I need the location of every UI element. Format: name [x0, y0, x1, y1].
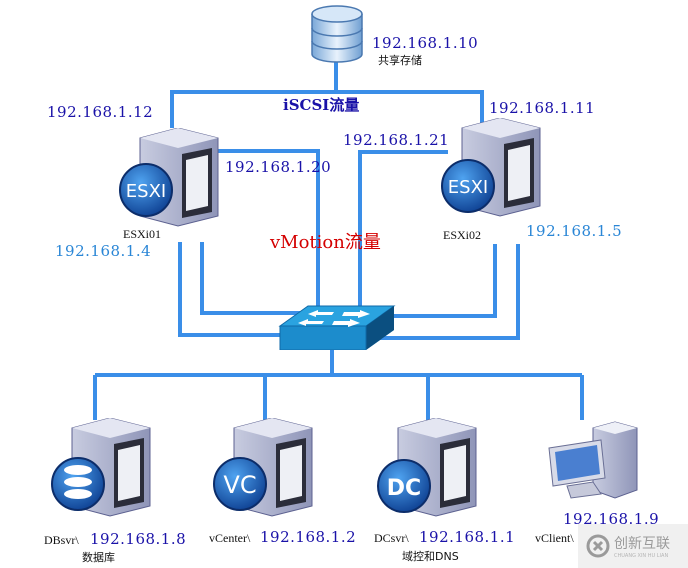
vclient-workstation-icon: [548, 421, 638, 499]
dcsvr-name: DCsvr\: [374, 531, 409, 545]
link-esxi01-mgmt-b: [200, 242, 300, 315]
esxi01-mgmt-ip: 192.168.1.4: [55, 242, 152, 260]
vcenter-server-icon: VC: [213, 418, 313, 517]
storage-label: 共享存储: [378, 54, 422, 67]
esxi02-vmotion-ip: 192.168.1.21: [343, 131, 450, 149]
link-esxi01-mgmt-a: [178, 242, 290, 337]
watermark-subtext: CHUANG XIN HU LIAN: [614, 553, 669, 559]
esxi02-name: ESXi02: [443, 228, 482, 242]
dbsvr-sub-label: 数据库: [82, 551, 115, 564]
esxi02-mgmt-ip: 192.168.1.5: [526, 222, 623, 240]
esxi02-iscsi-ip: 192.168.1.11: [489, 99, 596, 117]
svg-text:ESXI: ESXI: [126, 181, 166, 202]
dcsvr-ip: 192.168.1.1: [419, 528, 516, 546]
storage-ip: 192.168.1.10: [372, 34, 479, 52]
vclient-name: vClient\: [535, 531, 574, 545]
esxi01-iscsi-ip: 192.168.1.12: [47, 103, 154, 121]
link-vmotion-esxi02: [358, 150, 448, 318]
esxi01-vmotion-ip: 192.168.1.20: [225, 158, 332, 176]
esxi01-server-icon: ESXI: [119, 128, 219, 227]
link-iscsi-bus: [170, 90, 484, 128]
iscsi-traffic-label: iSCSI流量: [283, 96, 360, 114]
svg-text:DC: DC: [387, 476, 421, 501]
esxi02-server-icon: ESXI: [441, 118, 541, 217]
esxi01-name: ESXi01: [123, 227, 162, 241]
link-esxi02-mgmt-a: [392, 244, 497, 318]
vcenter-ip: 192.168.1.2: [260, 528, 357, 546]
dcsvr-sub-label: 域控和DNS: [402, 550, 459, 563]
vcenter-name: vCenter\: [209, 531, 251, 545]
watermark-text: 创新互联: [614, 536, 670, 552]
dbsvr-name: DBsvr\: [44, 533, 79, 547]
watermark: 创新互联 CHUANG XIN HU LIAN: [578, 524, 688, 568]
dcsvr-server-icon: DC: [377, 418, 477, 517]
vclient-ip: 192.168.1.9: [563, 510, 660, 528]
network-switch-icon: [278, 305, 396, 350]
dbsvr-ip: 192.168.1.8: [90, 530, 187, 548]
dbsvr-server-icon: [51, 418, 151, 517]
svg-text:ESXI: ESXI: [448, 177, 488, 198]
watermark-logo-icon: [586, 534, 610, 558]
storage-database-icon: [311, 5, 363, 63]
vc-badge-text: VC: [223, 471, 256, 499]
link-esxi02-mgmt-b: [380, 244, 520, 340]
link-vmotion-esxi01: [215, 149, 320, 318]
vmotion-traffic-label: vMotion流量: [270, 232, 381, 253]
